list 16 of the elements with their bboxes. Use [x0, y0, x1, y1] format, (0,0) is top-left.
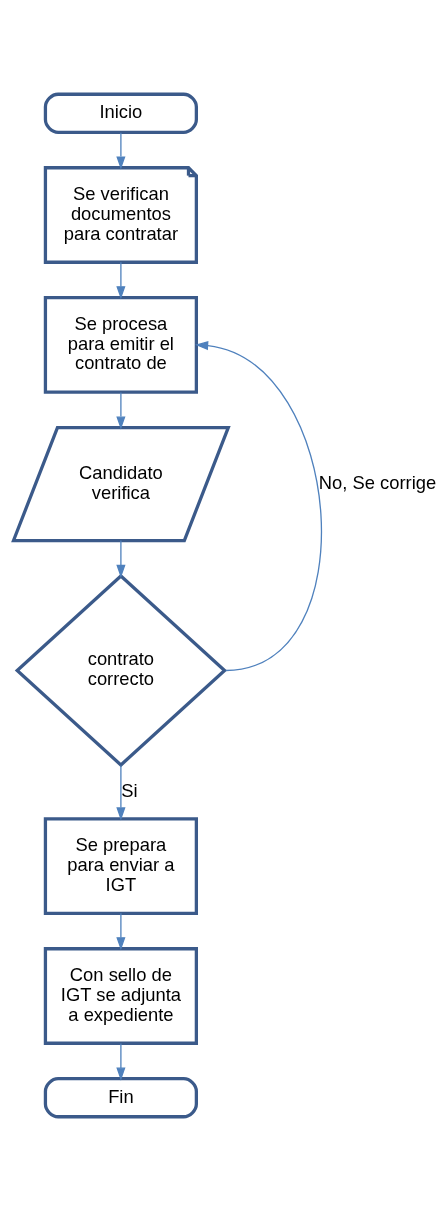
arrow [116, 539, 126, 578]
node-diamond: contrato correcto [14, 573, 228, 768]
arrow [116, 391, 126, 430]
arrow [116, 132, 126, 170]
arrow [116, 261, 126, 300]
node-box: Fin [43, 1077, 198, 1119]
arrow [116, 764, 126, 821]
node-box: Se procesa para emitir el contrato de [43, 296, 198, 394]
node-box: Inicio [43, 92, 198, 134]
arrow [195, 341, 322, 672]
edge-label: Si [121, 779, 138, 801]
arrow [116, 912, 126, 951]
edge-label: No, Se corrige [318, 471, 437, 493]
arrow [116, 1042, 126, 1081]
node-box: Se prepara para enviar a IGT [43, 817, 198, 915]
node-box: Con sello de IGT se adjunta a expediente [43, 947, 198, 1045]
